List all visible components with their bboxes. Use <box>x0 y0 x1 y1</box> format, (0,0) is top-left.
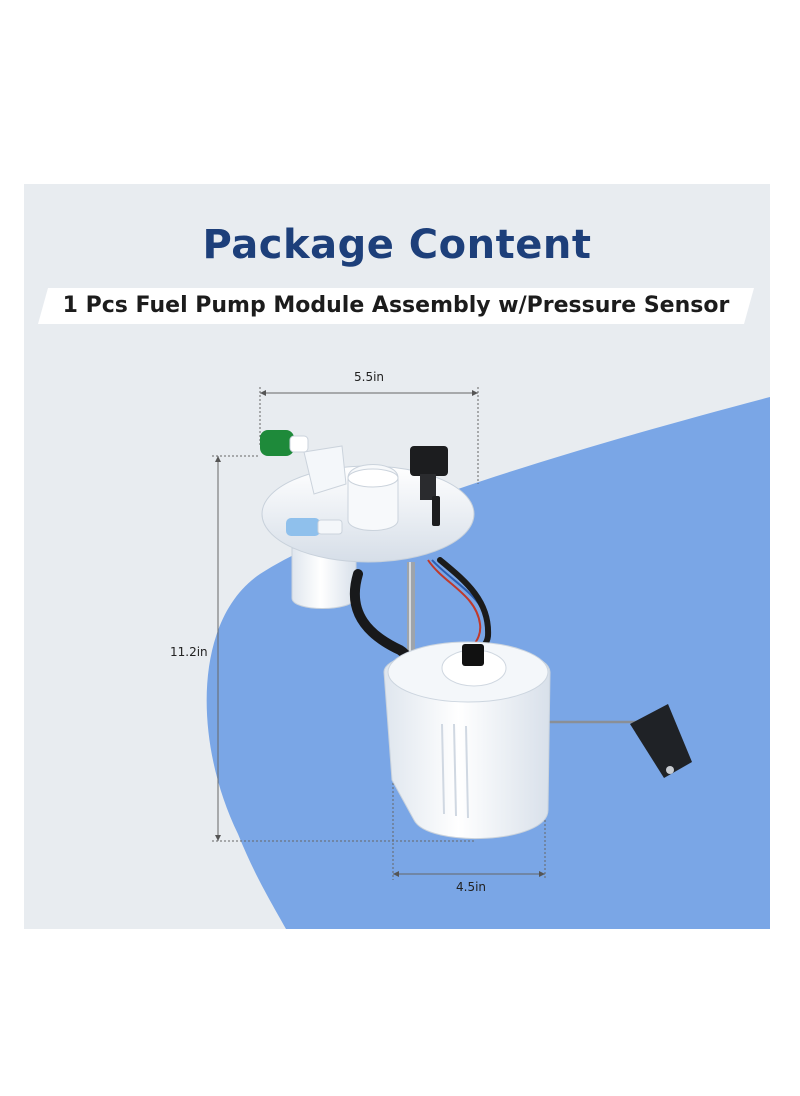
blue-return-neck <box>317 519 343 535</box>
height-dimension-label: 11.2in <box>170 645 208 659</box>
arrow-width-left <box>260 390 266 396</box>
dimension-arrows <box>215 390 545 877</box>
fuel-outlet-body <box>303 445 347 495</box>
pressure-sensor-body <box>420 474 436 500</box>
pressure-sensor-connector <box>410 446 448 476</box>
green-outlet-neck <box>289 435 309 453</box>
arrow-width-right <box>472 390 478 396</box>
pressure-sensor-tip <box>432 496 440 526</box>
float-body <box>630 704 692 778</box>
pump-connector <box>462 644 484 666</box>
guide-rod-highlight <box>409 562 411 732</box>
arrow-base-left <box>393 871 399 877</box>
width-dimension-label: 5.5in <box>354 370 385 384</box>
blue-return-port <box>286 518 320 536</box>
fuel-pump-illustration <box>212 387 692 880</box>
base-width-dimension-label: 4.5in <box>456 880 487 894</box>
subtitle-band-shape <box>38 288 754 324</box>
green-outlet-fitting <box>260 430 294 456</box>
arrow-height-top <box>215 456 221 462</box>
package-content-panel: Package Content 1 Pcs Fuel Pump Module A… <box>24 184 770 929</box>
subtitle-band <box>38 288 754 324</box>
float-pivot <box>666 766 674 774</box>
canister-ribs <box>441 723 469 819</box>
arrow-height-bottom <box>215 835 221 841</box>
fuel-level-float <box>548 704 692 778</box>
arrow-base-right <box>539 871 545 877</box>
flange-filter-top <box>347 468 399 488</box>
page-title: Package Content <box>202 222 592 268</box>
page-subtitle: 1 Pcs Fuel Pump Module Assembly w/Pressu… <box>62 293 730 318</box>
